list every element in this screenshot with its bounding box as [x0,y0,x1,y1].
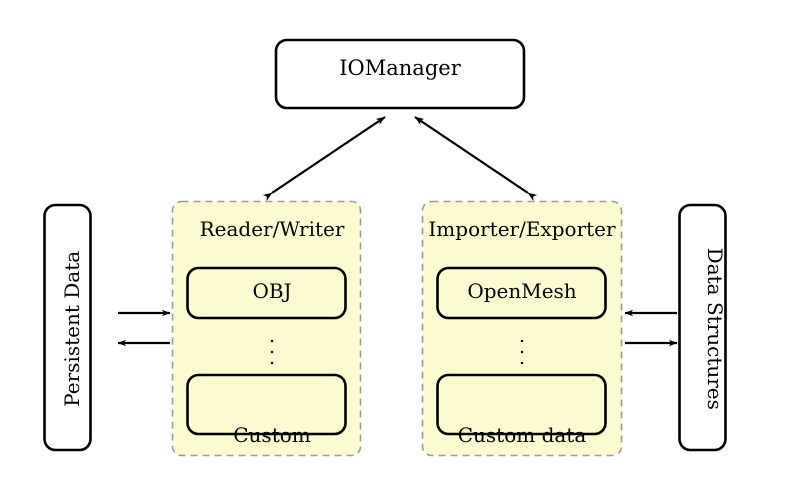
iomanager-label: IOManager [339,56,461,80]
item-label-line-1: Custom [233,423,311,448]
item-label-openmesh: OpenMesh [467,279,577,303]
ellipsis-dot: . [518,347,526,369]
iomanager-box[interactable] [274,38,526,110]
item-label-obj: OBJ [252,279,292,303]
data-structures-box[interactable] [678,203,727,452]
item-label-line-1: Custom data [457,423,587,448]
item-box-obj[interactable] [186,266,347,320]
persistent-data-label: Persistent Data [60,250,85,407]
persistent-data-box[interactable] [43,203,92,452]
group-title-reader-writer: Reader/Writer [199,217,345,241]
ellipsis-dot: . [518,325,526,347]
ellipsis-reader-writer: . . . [265,325,279,369]
ellipsis-importer-exporter: . . . [515,325,529,369]
connector-manager-to-reader-writer [262,116,386,201]
item-box-custom-file-format[interactable] [186,373,347,436]
ellipsis-dot: . [268,325,276,347]
group-title-importer-exporter: Importer/Exporter [428,217,616,241]
ellipsis-dot: . [518,336,526,358]
ellipsis-dot: . [268,347,276,369]
item-label-custom-file-format: Custom file format [188,377,356,489]
data-structures-label: Data Structures [702,247,727,410]
ellipsis-dot: . [268,336,276,358]
item-label-custom-data-structure: Custom data structure [438,377,606,489]
item-box-openmesh[interactable] [436,266,607,320]
connector-manager-to-importer-exporter [414,116,538,201]
item-box-custom-data-structure[interactable] [436,373,607,436]
